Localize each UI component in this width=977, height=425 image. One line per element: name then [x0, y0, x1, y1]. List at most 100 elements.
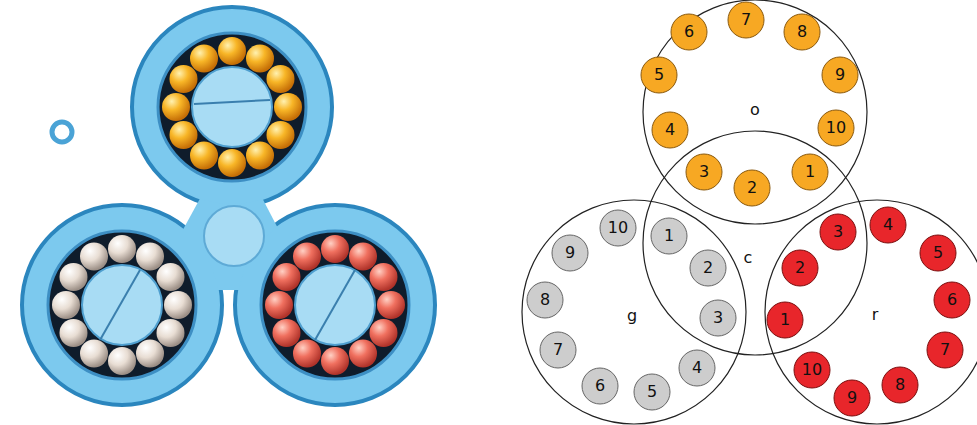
ball-circle: [820, 214, 856, 250]
toy-ball: [246, 141, 274, 169]
ball-circle: [671, 14, 707, 50]
ball-number: 3: [713, 310, 723, 326]
numbered-ball: 1: [650, 217, 688, 255]
housing-fill: [25, 208, 219, 402]
circle-label: c: [744, 250, 753, 266]
ring-circle: g 1 2 3 45 6 7 8 9 10: [521, 199, 747, 425]
dial: [82, 265, 162, 345]
toy-ball: [246, 45, 274, 73]
ball-circle: [552, 235, 588, 271]
ball-circle: [690, 250, 726, 286]
ball-number: 2: [703, 260, 713, 276]
toy-ball: [266, 121, 294, 149]
ball-number: 4: [665, 122, 675, 138]
circle-label: r: [872, 307, 879, 323]
numbered-ball: 7: [926, 331, 964, 369]
ball-circle: [700, 300, 736, 336]
toy-ball: [218, 37, 246, 65]
housing-fill: [135, 10, 329, 204]
toy-ball: [80, 339, 108, 367]
ball-number: 9: [835, 67, 845, 83]
ball-number: 10: [608, 220, 628, 236]
ball-circle: [734, 170, 770, 206]
dial: [192, 67, 272, 147]
ball-circle: [920, 235, 956, 271]
ball-circle: [818, 110, 854, 146]
ball-circle: [784, 14, 820, 50]
ball-circle: [686, 154, 722, 190]
toy-ball: [369, 319, 397, 347]
numbered-ball: 5: [633, 373, 671, 411]
dial: [295, 265, 375, 345]
numbered-ball: 9: [833, 379, 871, 417]
ring-outline-circle: [522, 200, 746, 424]
toy-ball: [156, 319, 184, 347]
ball-number: 2: [747, 180, 757, 196]
dial-slit: [315, 270, 355, 340]
numbered-ball: 5: [640, 56, 678, 94]
ring-circle: r12345678910: [764, 199, 977, 425]
ball-well: [261, 231, 409, 379]
numbered-ball: 6: [933, 281, 971, 319]
ball-circle: [728, 2, 764, 38]
numbered-ball: 9: [551, 234, 589, 272]
numbered-ball: 2: [733, 169, 771, 207]
toy-ball: [162, 93, 190, 121]
ball-number: 9: [847, 390, 857, 406]
ball-number: 7: [553, 342, 563, 358]
circle-label: g: [627, 308, 637, 324]
toy-ball: [52, 291, 80, 319]
numbered-ball: 6: [581, 367, 619, 405]
ball-number: 8: [540, 292, 550, 308]
numbered-ball: 10: [817, 109, 855, 147]
toy-ball: [266, 65, 294, 93]
ball-circle: [870, 207, 906, 243]
toy-ball: [136, 339, 164, 367]
ball-number: 1: [664, 228, 674, 244]
numbered-ball: 8: [783, 13, 821, 51]
ball-number: 5: [933, 245, 943, 261]
numbered-ball: 1: [766, 301, 804, 339]
ball-well: [48, 231, 196, 379]
ring-outline-circle: [765, 200, 977, 424]
housing: [22, 7, 435, 405]
ball-number: 3: [699, 164, 709, 180]
ball-circle: [651, 218, 687, 254]
ball-circle: [679, 350, 715, 386]
toy-ball: [60, 319, 88, 347]
numbered-ball: 8: [526, 281, 564, 319]
numbered-ball: 7: [539, 331, 577, 369]
numbered-ball: 1: [791, 153, 829, 191]
ball-number: 5: [654, 67, 664, 83]
ball-number: 8: [895, 377, 905, 393]
ring-outline-circle: [643, 131, 867, 355]
numbered-ball: 8: [881, 366, 919, 404]
numbered-ball: 2: [781, 249, 819, 287]
ball-circle: [652, 112, 688, 148]
ball-circle: [634, 374, 670, 410]
dial-slit: [100, 270, 140, 340]
ball-circle: [782, 250, 818, 286]
circle-label: o: [750, 102, 760, 118]
numbered-ball: 10: [793, 351, 831, 389]
toy-ball: [108, 347, 136, 375]
ball-circle: [540, 332, 576, 368]
ball-circle: [641, 57, 677, 93]
ball-number: 4: [883, 217, 893, 233]
numbered-ball: 6: [670, 13, 708, 51]
ball-circle: [927, 332, 963, 368]
ball-circle: [792, 154, 828, 190]
center-cap: [204, 206, 264, 266]
toy-ball: [369, 263, 397, 291]
dial-slit: [194, 100, 270, 104]
ball-number: 6: [684, 24, 694, 40]
numbered-ball: 4: [678, 349, 716, 387]
ball-number: 6: [595, 378, 605, 394]
key-loop: [52, 122, 72, 142]
ball-circle: [882, 367, 918, 403]
ring-outline-circle: [643, 0, 867, 224]
housing-fill: [238, 208, 432, 402]
numbered-ball: 4: [651, 111, 689, 149]
toy-ball: [349, 243, 377, 271]
toy-ball: [60, 263, 88, 291]
